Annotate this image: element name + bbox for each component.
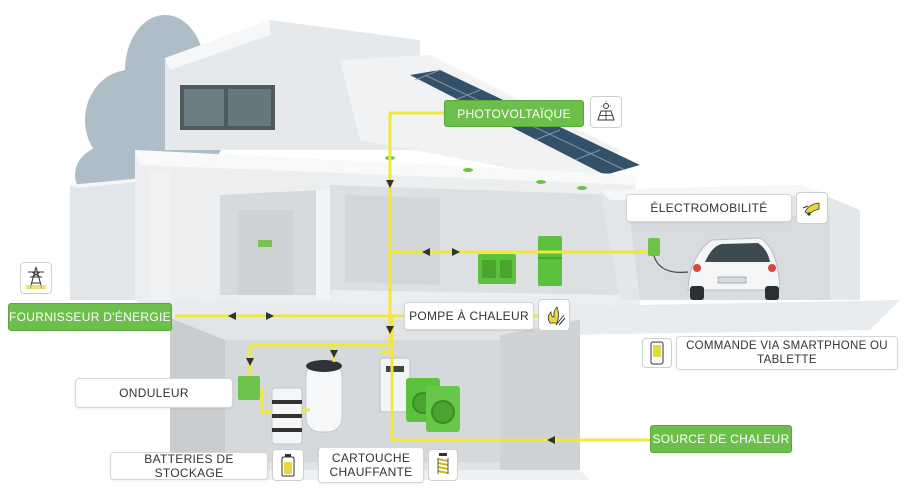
inverter <box>238 376 260 400</box>
source-label: SOURCE DE CHALEUR <box>650 425 792 453</box>
pompe-label: POMPE À CHALEUR <box>404 302 534 330</box>
washing-machines <box>406 378 460 432</box>
flow-arrows <box>228 180 555 444</box>
batteries-label: BATTERIES DE STOCKAGE <box>110 452 268 480</box>
solar-panel-icon <box>590 96 622 128</box>
heating-coil-icon <box>428 449 458 481</box>
power-pylon-icon <box>20 262 52 294</box>
heating-cartridge-tank <box>305 360 343 433</box>
electric-car <box>687 237 781 300</box>
battery-stack <box>271 387 303 445</box>
battery-icon <box>272 449 304 481</box>
smartphone-icon <box>642 338 672 368</box>
wall-panel <box>258 240 272 247</box>
fournisseur-label: FOURNISSEUR D'ÉNERGIE <box>8 303 172 331</box>
ev-charging-icon <box>796 192 828 224</box>
wallbox <box>648 238 660 256</box>
garage-appliances <box>478 236 562 286</box>
cartouche-label: CARTOUCHE CHAUFFANTE <box>318 447 424 483</box>
electromobilite-label: ÉLECTROMOBILITÉ <box>626 194 792 222</box>
commande-label: COMMANDE VIA SMARTPHONE OU TABLETTE <box>676 336 898 370</box>
heat-pump-unit <box>379 357 411 413</box>
photovoltaique-label: PHOTOVOLTAÏQUE <box>444 100 584 127</box>
heat-pump-icon <box>538 299 570 331</box>
onduleur-label: ONDULEUR <box>75 378 233 408</box>
